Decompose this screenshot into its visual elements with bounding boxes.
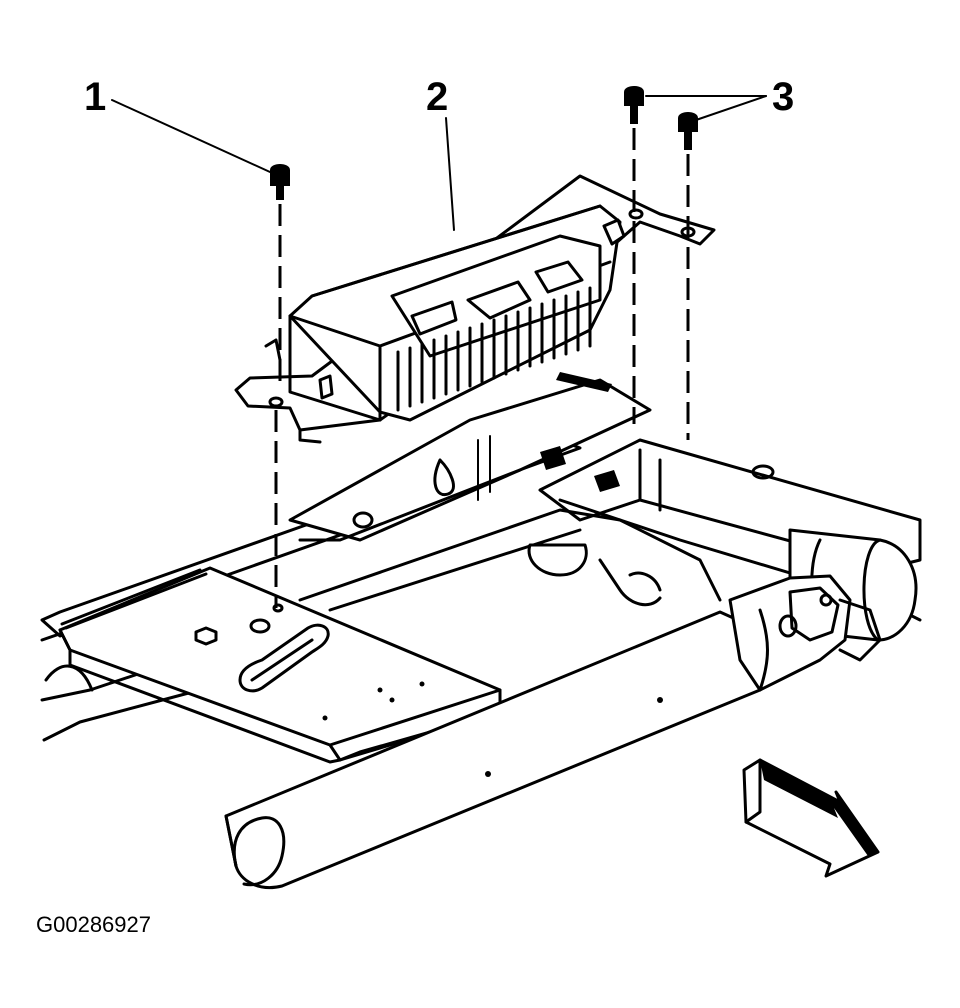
callout-1: 1 bbox=[84, 75, 106, 119]
alignment-lines bbox=[274, 128, 690, 608]
callout-3: 3 bbox=[772, 75, 794, 119]
figure-id: G00286927 bbox=[36, 912, 151, 937]
callout-2: 2 bbox=[426, 75, 448, 119]
leader-lines bbox=[111, 95, 767, 231]
bolt-1-icon bbox=[270, 164, 290, 200]
frame-nut-icon bbox=[540, 446, 620, 492]
bolt-3a-icon bbox=[624, 86, 644, 124]
driveshaft-tube bbox=[224, 574, 882, 889]
heat-sink-fins bbox=[396, 286, 592, 412]
bolt-3b-icon bbox=[678, 112, 698, 150]
front-direction-arrow-icon bbox=[742, 758, 880, 878]
control-module bbox=[234, 174, 716, 444]
